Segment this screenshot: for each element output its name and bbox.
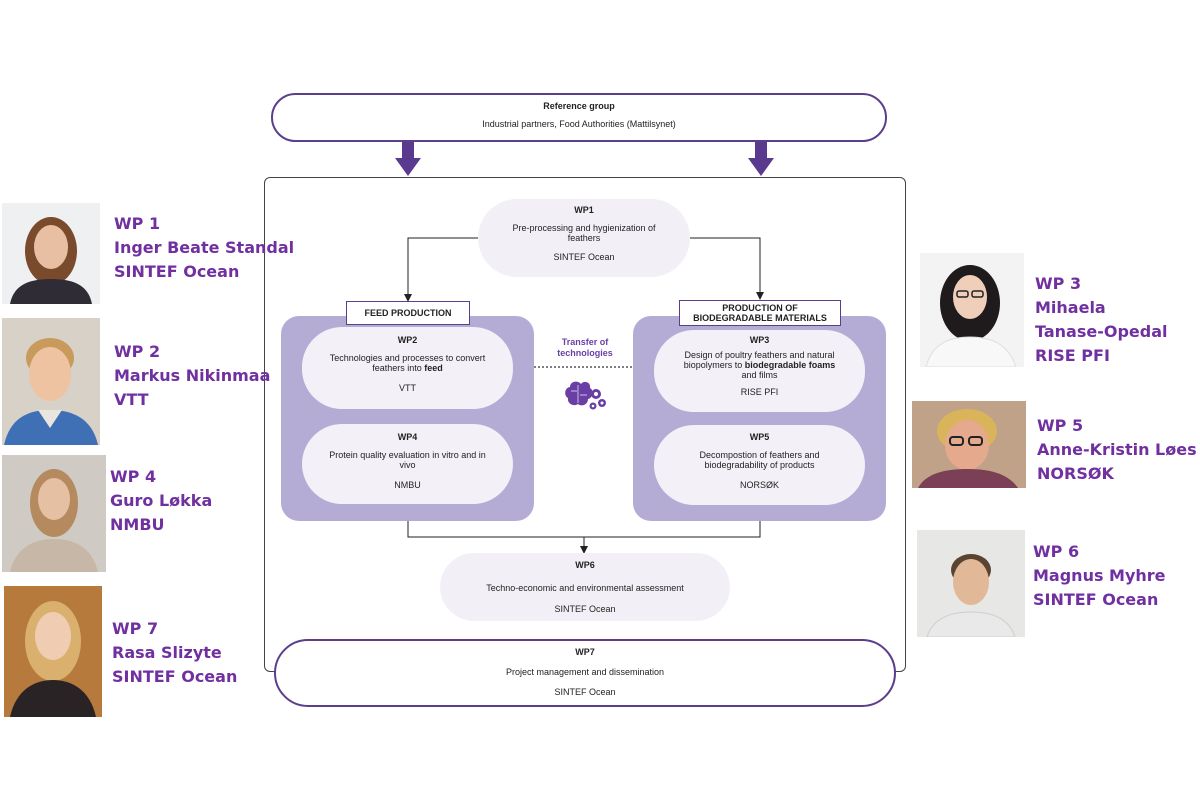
- wp3-box: WP3 Design of poultry feathers and natur…: [654, 330, 865, 412]
- person-wp7-wp: WP 7: [112, 619, 159, 638]
- person-wp3-text: WP 3 Mihaela Tanase-Opedal RISE PFI: [1035, 272, 1168, 368]
- wp7-box: WP7 Project management and dissemination…: [274, 639, 896, 707]
- wp2-line2-bold: feed: [424, 363, 443, 373]
- wp1-org: SINTEF Ocean: [553, 252, 615, 262]
- wp3-line2-bold: biodegradable foams: [744, 360, 836, 370]
- wp3-id: WP3: [749, 335, 770, 345]
- person-wp7-name: Rasa Slizyte: [112, 643, 222, 662]
- wp5-org: NORSØK: [739, 480, 779, 490]
- photo-wp5: [912, 401, 1026, 488]
- person-wp5-wp: WP 5: [1037, 416, 1084, 435]
- person-wp6-wp: WP 6: [1033, 542, 1080, 561]
- person-wp1-org: SINTEF Ocean: [114, 262, 240, 281]
- photo-wp4: [2, 455, 106, 572]
- wp6-line1: Techno-economic and environmental assess…: [486, 583, 684, 593]
- person-wp3-name2: Tanase-Opedal: [1035, 322, 1168, 341]
- wp7-line1: Project management and dissemination: [505, 667, 665, 677]
- wp2-line2: feathers into feed: [302, 363, 513, 373]
- person-wp3-wp: WP 3: [1035, 274, 1082, 293]
- wp4-box: WP4 Protein quality evaluation in vitro …: [302, 424, 513, 504]
- wp1-line2: feathers: [567, 233, 601, 243]
- person-wp1-text: WP 1 Inger Beate Standal SINTEF Ocean: [114, 212, 294, 284]
- person-wp3-name1: Mihaela: [1035, 298, 1106, 317]
- biodegradable-text-2: BIODEGRADABLE MATERIALS: [693, 313, 827, 323]
- reference-group-box: Reference group Industrial partners, Foo…: [271, 93, 887, 142]
- person-wp7-org: SINTEF Ocean: [112, 667, 238, 686]
- wp4-id: WP4: [397, 432, 418, 442]
- wp3-org: RISE PFI: [740, 387, 779, 397]
- wp6-box: WP6 Techno-economic and environmental as…: [440, 553, 730, 621]
- wp2-org: VTT: [399, 383, 416, 393]
- person-wp5-name: Anne-Kristin Løes: [1037, 440, 1197, 459]
- person-wp4-org: NMBU: [110, 515, 165, 534]
- wp6-id: WP6: [575, 560, 595, 570]
- person-wp6-text: WP 6 Magnus Myhre SINTEF Ocean: [1033, 540, 1166, 612]
- wp4-line1: Protein quality evaluation in vitro and …: [329, 450, 486, 460]
- person-wp2-org: VTT: [114, 390, 149, 409]
- wp5-line2: biodegradability of products: [704, 460, 815, 470]
- wp2-line1: Technologies and processes to convert: [329, 353, 486, 363]
- reference-group-text: Industrial partners, Food Authorities (M…: [482, 119, 676, 129]
- wp5-line1: Decompostion of feathers and: [699, 450, 820, 460]
- wp1-id: WP1: [574, 205, 594, 215]
- person-wp4-text: WP 4 Guro Løkka NMBU: [110, 465, 212, 537]
- wp1-line1: Pre-processing and hygienization of: [512, 223, 656, 233]
- person-wp6-name: Magnus Myhre: [1033, 566, 1166, 585]
- reference-group-title: Reference group: [543, 101, 615, 111]
- wp2-box: WP2 Technologies and processes to conver…: [302, 327, 513, 409]
- wp2-line2-pre: feathers into: [372, 363, 425, 373]
- feed-production-text: FEED PRODUCTION: [364, 308, 452, 318]
- wp5-box: WP5 Decompostion of feathers and biodegr…: [654, 425, 865, 505]
- wp7-org: SINTEF Ocean: [554, 687, 616, 697]
- wp3-line2: biopolymers to biodegradable foams: [654, 360, 865, 370]
- down-arrow-right: [748, 141, 774, 176]
- photo-wp7: [4, 586, 102, 717]
- transfer-line2: technologies: [557, 348, 613, 358]
- brain-gears-icon: [565, 381, 606, 410]
- wp4-org: NMBU: [394, 480, 421, 490]
- person-wp4-wp: WP 4: [110, 467, 157, 486]
- person-wp3-org: RISE PFI: [1035, 346, 1110, 365]
- biodegradable-label: PRODUCTION OF BIODEGRADABLE MATERIALS: [679, 300, 841, 326]
- wp3-line1: Design of poultry feathers and natural: [684, 350, 835, 360]
- person-wp2-name: Markus Nikinmaa: [114, 366, 271, 385]
- transfer-label: Transfer of technologies: [542, 337, 628, 359]
- wp7-id: WP7: [575, 647, 595, 657]
- photo-wp1: [2, 203, 100, 304]
- wp3-line3: and films: [741, 370, 778, 380]
- person-wp6-org: SINTEF Ocean: [1033, 590, 1159, 609]
- photo-wp2: [2, 318, 100, 445]
- wp3-line2-pre: biopolymers to: [683, 360, 745, 370]
- wp2-id: WP2: [397, 335, 418, 345]
- down-arrow-left: [395, 141, 421, 176]
- biodegradable-text-1: PRODUCTION OF: [722, 303, 798, 313]
- person-wp5-org: NORSØK: [1037, 464, 1114, 483]
- wp5-id: WP5: [749, 432, 770, 442]
- person-wp1-wp: WP 1: [114, 214, 161, 233]
- photo-wp6: [917, 530, 1025, 637]
- feed-production-label: FEED PRODUCTION: [346, 301, 470, 325]
- wp6-org: SINTEF Ocean: [554, 604, 616, 614]
- transfer-line1: Transfer of: [561, 337, 609, 347]
- wp4-line2: vivo: [399, 460, 416, 470]
- photo-wp3: [920, 253, 1024, 367]
- person-wp4-name: Guro Løkka: [110, 491, 213, 510]
- person-wp7-text: WP 7 Rasa Slizyte SINTEF Ocean: [112, 617, 237, 689]
- wp1-box: WP1 Pre-processing and hygienization of …: [478, 199, 690, 277]
- person-wp5-text: WP 5 Anne-Kristin Løes NORSØK: [1037, 414, 1197, 486]
- person-wp2-wp: WP 2: [114, 342, 161, 361]
- person-wp2-text: WP 2 Markus Nikinmaa VTT: [114, 340, 270, 412]
- person-wp1-name: Inger Beate Standal: [114, 238, 295, 257]
